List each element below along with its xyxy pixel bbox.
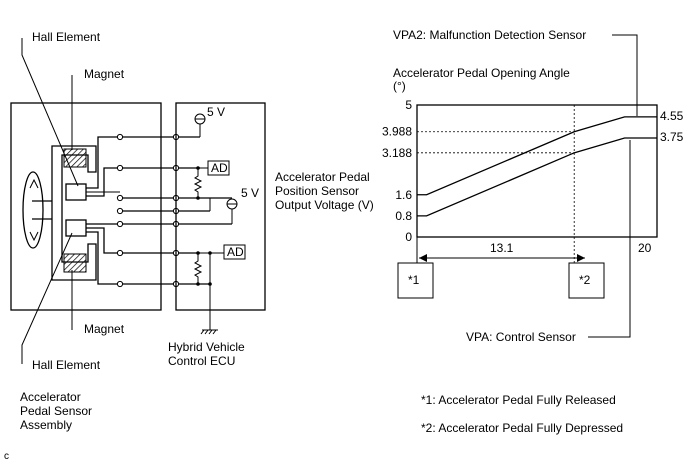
y-tick-label: 1.6 <box>395 188 412 202</box>
chart-title: VPA2: Malfunction Detection Sensor <box>393 28 586 42</box>
ad-bottom-label: AD <box>227 245 244 259</box>
supply-voltage-1: 5 V <box>207 105 225 119</box>
marker-2-label: *2 <box>579 273 591 287</box>
vpa-control-sensor-label: VPA: Control Sensor <box>466 330 576 344</box>
magnet-top-shape <box>63 148 87 168</box>
vpa2-series-line <box>417 116 657 196</box>
y-tick-label: 5 <box>405 98 412 112</box>
y-tick-label: 0.8 <box>395 209 412 223</box>
x-tick-label-20: 20 <box>638 241 652 255</box>
resistor-bottom <box>193 253 203 284</box>
y-tick-labels: 5 3.988 3.188 1.6 0.8 0 <box>382 98 575 263</box>
marker-2-box <box>568 262 605 299</box>
vpa2-leader <box>612 34 638 116</box>
ad-top-box <box>207 160 230 176</box>
hall-element-bottom-label: Hall Element <box>32 358 101 372</box>
marker-1-box <box>397 262 434 299</box>
ecu-label-line2: Control ECU <box>168 354 235 368</box>
y-axis-label-line2: (°) <box>393 79 406 93</box>
hall-element-top-label: Hall Element <box>32 30 101 44</box>
output-voltage-label-line3: Output Voltage (V) <box>275 198 374 212</box>
ground-symbol <box>200 329 218 335</box>
output-voltage-label-line2: Position Sensor <box>275 184 359 198</box>
marker-1-label: *1 <box>408 273 420 287</box>
vpa-leader <box>588 140 631 338</box>
y-tick-label: 0 <box>405 230 412 244</box>
sensor-assembly-box <box>10 102 162 311</box>
leader-hall-top <box>21 38 79 187</box>
right-label-3-75: 3.75 <box>660 130 684 144</box>
chart-frame <box>416 104 658 238</box>
sensor-assembly <box>10 38 162 364</box>
note-fully-released: *1: Accelerator Pedal Fully Released <box>421 393 616 407</box>
right-label-4-55: 4.55 <box>660 109 684 123</box>
ad-top-label: AD <box>211 161 228 175</box>
rotation-arc <box>22 171 44 249</box>
output-chart: VPA2: Malfunction Detection Sensor Accel… <box>382 28 684 344</box>
ecu-label-line1: Hybrid Vehicle <box>168 340 245 354</box>
ecu <box>175 102 266 335</box>
magnet-top-label: Magnet <box>84 67 125 81</box>
output-voltage-label-line1: Accelerator Pedal <box>275 170 370 184</box>
hall-element-top-shape <box>65 183 87 201</box>
y-tick-label: 3.188 <box>382 146 412 160</box>
hall-element-bottom-shape <box>65 219 87 237</box>
rotation-arrow-down <box>29 231 39 242</box>
assembly-label-line1: Accelerator <box>20 390 81 404</box>
ecu-box <box>175 102 266 311</box>
y-axis-label-line1: Accelerator Pedal Opening Angle <box>393 66 570 80</box>
magnet-bottom-label: Magnet <box>84 322 125 336</box>
resistor-top <box>193 168 203 198</box>
ad-bottom-box <box>223 244 246 260</box>
corner-label: c <box>4 451 9 462</box>
rotation-arrow-up <box>29 178 39 189</box>
series-layer <box>417 116 657 217</box>
assembly-label-line2: Pedal Sensor <box>20 404 92 418</box>
span-label: 13.1 <box>490 241 514 255</box>
supply-voltage-2: 5 V <box>241 186 259 200</box>
leader-hall-bottom <box>21 232 73 364</box>
note-fully-depressed: *2: Accelerator Pedal Fully Depressed <box>421 421 623 435</box>
shaft <box>32 200 52 220</box>
magnet-bottom-shape <box>63 253 87 273</box>
magnet-yoke <box>51 145 97 281</box>
assembly-label-line3: Assembly <box>20 418 72 432</box>
vpa-series-line <box>417 137 657 217</box>
y-tick-label: 3.988 <box>382 125 412 139</box>
